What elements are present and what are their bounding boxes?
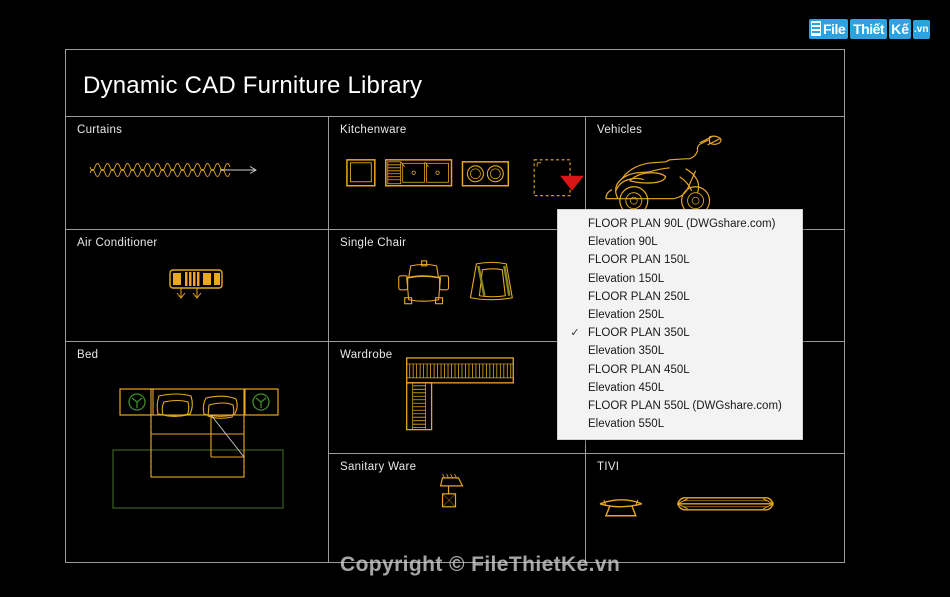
logo-part-ke: Kế xyxy=(889,19,911,39)
wardrobe-drawing xyxy=(406,357,514,431)
cell-air-conditioner[interactable]: Air Conditioner xyxy=(66,229,328,341)
menu-item[interactable]: Elevation 450L xyxy=(558,379,802,397)
cell-label-air-conditioner: Air Conditioner xyxy=(77,237,158,249)
page-title: Dynamic CAD Furniture Library xyxy=(83,72,423,99)
menu-item[interactable]: FLOOR PLAN 250L xyxy=(558,288,802,306)
cell-label-tivi: TIVI xyxy=(597,461,620,473)
menu-item-label: FLOOR PLAN 250L xyxy=(588,290,690,303)
cell-single-chair[interactable]: Single Chair xyxy=(328,229,585,341)
cell-label-sanitary-ware: Sanitary Ware xyxy=(340,461,417,473)
menu-item-selected[interactable]: ✓ FLOOR PLAN 350L xyxy=(558,324,802,342)
menu-item-label: FLOOR PLAN 550L (DWGshare.com) xyxy=(588,399,782,412)
menu-item[interactable]: Elevation 350L xyxy=(558,342,802,360)
cell-label-bed: Bed xyxy=(77,349,99,361)
cell-tivi[interactable]: TIVI xyxy=(585,453,844,563)
cad-library-frame: Dynamic CAD Furniture Library Curtains K… xyxy=(65,49,845,563)
menu-item-label: Elevation 550L xyxy=(588,418,665,431)
menu-item-label: Elevation 450L xyxy=(588,381,665,394)
menu-item[interactable]: Elevation 250L xyxy=(558,306,802,324)
copyright-watermark: Copyright © FileThietKe.vn xyxy=(340,553,621,576)
cell-label-single-chair: Single Chair xyxy=(340,237,407,249)
menu-item-label: Elevation 90L xyxy=(588,236,658,249)
menu-item-label: FLOOR PLAN 450L xyxy=(588,363,690,376)
cell-curtains[interactable]: Curtains xyxy=(66,117,328,229)
logo-part-file: File xyxy=(809,19,849,39)
menu-item[interactable]: FLOOR PLAN 450L xyxy=(558,361,802,379)
cell-sanitary-ware[interactable]: Sanitary Ware xyxy=(328,453,585,563)
floor-plan-dropdown-menu[interactable]: FLOOR PLAN 90L (DWGshare.com) Elevation … xyxy=(557,209,803,441)
checkmark-icon: ✓ xyxy=(570,327,580,340)
cell-label-wardrobe: Wardrobe xyxy=(340,349,393,361)
cell-kitchenware[interactable]: Kitchenware xyxy=(328,117,585,229)
menu-item-label: Elevation 150L xyxy=(588,272,665,285)
cell-vehicles[interactable]: Vehicles xyxy=(585,117,844,229)
menu-item-label: FLOOR PLAN 350L xyxy=(588,327,690,340)
menu-item-label: FLOOR PLAN 90L (DWGshare.com) xyxy=(588,218,776,230)
cell-wardrobe[interactable]: Wardrobe xyxy=(328,341,585,453)
air-conditioner-drawing xyxy=(169,269,223,299)
menu-item[interactable]: Elevation 150L xyxy=(558,270,802,288)
logo-part-thiet: Thiết xyxy=(850,19,888,39)
menu-item-label: Elevation 250L xyxy=(588,308,665,321)
single-chair-drawing xyxy=(398,260,513,305)
kitchenware-drawing xyxy=(346,159,584,197)
logo-part-vn: .vn xyxy=(912,19,931,39)
menu-item[interactable]: Elevation 90L xyxy=(558,233,802,251)
menu-item-label: Elevation 350L xyxy=(588,345,665,358)
cell-bed[interactable]: Bed xyxy=(66,341,328,563)
sanitary-ware-drawing xyxy=(439,473,464,508)
tivi-drawing xyxy=(599,497,774,517)
menu-item[interactable]: Elevation 550L xyxy=(558,415,802,433)
cell-label-curtains: Curtains xyxy=(77,124,123,136)
menu-item[interactable]: FLOOR PLAN 150L xyxy=(558,251,802,269)
scooter-drawing xyxy=(605,135,722,216)
curtain-drawing xyxy=(89,163,257,177)
menu-item[interactable]: FLOOR PLAN 90L (DWGshare.com) xyxy=(558,215,802,233)
cell-label-vehicles: Vehicles xyxy=(597,124,643,136)
cell-label-kitchenware: Kitchenware xyxy=(340,124,407,136)
bed-drawing xyxy=(112,388,284,509)
title-band: Dynamic CAD Furniture Library xyxy=(66,50,844,117)
filethietke-logo: File Thiết Kế .vn xyxy=(806,16,933,42)
menu-item[interactable]: FLOOR PLAN 550L (DWGshare.com) xyxy=(558,397,802,415)
menu-item-label: FLOOR PLAN 150L xyxy=(588,254,690,267)
